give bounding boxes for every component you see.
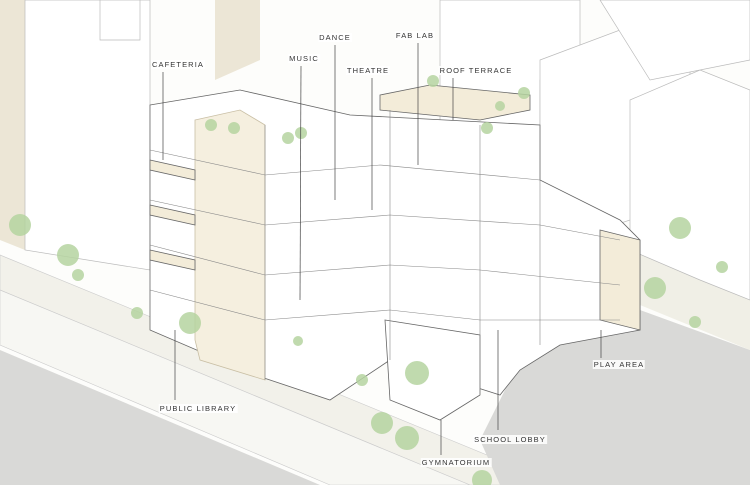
- tree-icon: [518, 87, 530, 99]
- tree-icon: [72, 269, 84, 281]
- tree-icon: [472, 470, 492, 485]
- leader-line: [299, 65, 302, 301]
- upper-beige-lot: [215, 0, 260, 80]
- main-building: [149, 84, 641, 421]
- trees: [9, 75, 728, 485]
- label-fab-lab: FAB LAB: [394, 31, 436, 40]
- tree-icon: [293, 336, 303, 346]
- label-school-lobby: SCHOOL LOBBY: [473, 435, 547, 444]
- tree-icon: [395, 426, 419, 450]
- label-play-area: PLAY AREA: [592, 360, 646, 369]
- leader-lines: [162, 43, 602, 455]
- tree-icon: [669, 217, 691, 239]
- street: [0, 289, 471, 485]
- tree-icon: [57, 244, 79, 266]
- tree-icon: [689, 316, 701, 328]
- left-beige-ground: [0, 0, 25, 250]
- label-gymnatorium: GYMNATORIUM: [420, 458, 492, 467]
- tree-icon: [282, 132, 294, 144]
- right-sidewalk: [640, 250, 750, 350]
- tree-icon: [716, 261, 728, 273]
- label-theatre: THEATRE: [345, 66, 391, 75]
- tree-icon: [179, 312, 201, 334]
- tree-icon: [427, 75, 439, 87]
- paving-bottom-right: [480, 310, 750, 485]
- tree-icon: [356, 374, 368, 386]
- tree-icon: [371, 412, 393, 434]
- tree-icon: [228, 122, 240, 134]
- tree-icon: [495, 101, 505, 111]
- tree-icon: [205, 119, 217, 131]
- tree-icon: [9, 214, 31, 236]
- label-roof-terrace: ROOF TERRACE: [438, 66, 514, 75]
- tree-icon: [131, 307, 143, 319]
- tree-icon: [644, 277, 666, 299]
- floor-slabs: [149, 110, 621, 395]
- tree-icon: [405, 361, 429, 385]
- label-dance: DANCE: [318, 33, 352, 42]
- label-cafeteria: CAFETERIA: [151, 60, 205, 69]
- paving-bottom-left: [0, 350, 320, 485]
- label-music: MUSIC: [288, 54, 320, 63]
- tree-icon: [481, 122, 493, 134]
- label-public-library: PUBLIC LIBRARY: [158, 404, 238, 413]
